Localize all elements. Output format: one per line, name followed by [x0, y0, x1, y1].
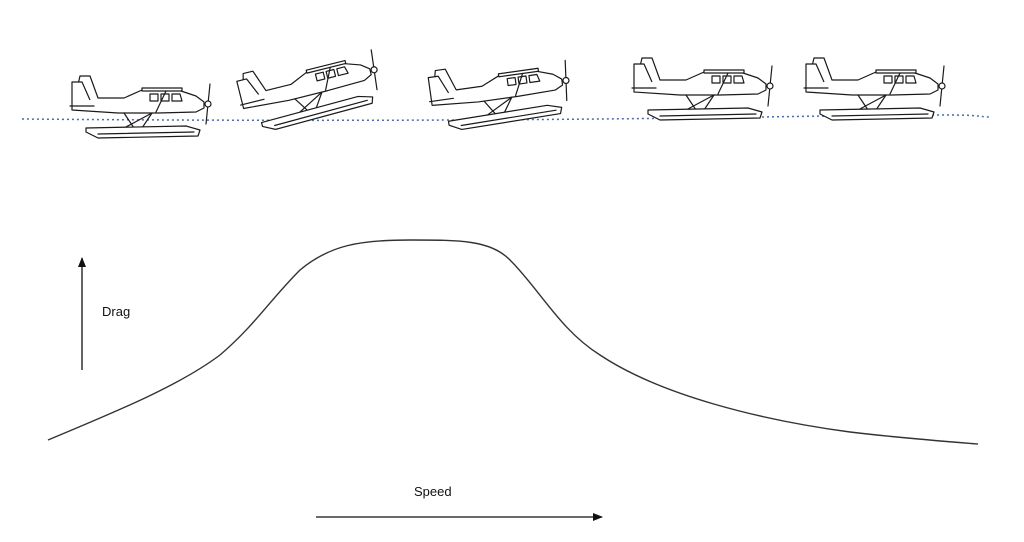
seaplane-5: [803, 57, 946, 121]
seaplane-2: [232, 41, 386, 137]
drag-curve: [47, 239, 979, 445]
seaplane-1: [69, 75, 212, 139]
seaplane-4: [631, 57, 774, 121]
seaplane-3: [424, 51, 575, 134]
drag-axis-label: Drag: [102, 304, 130, 319]
speed-axis-label: Speed: [414, 484, 452, 499]
